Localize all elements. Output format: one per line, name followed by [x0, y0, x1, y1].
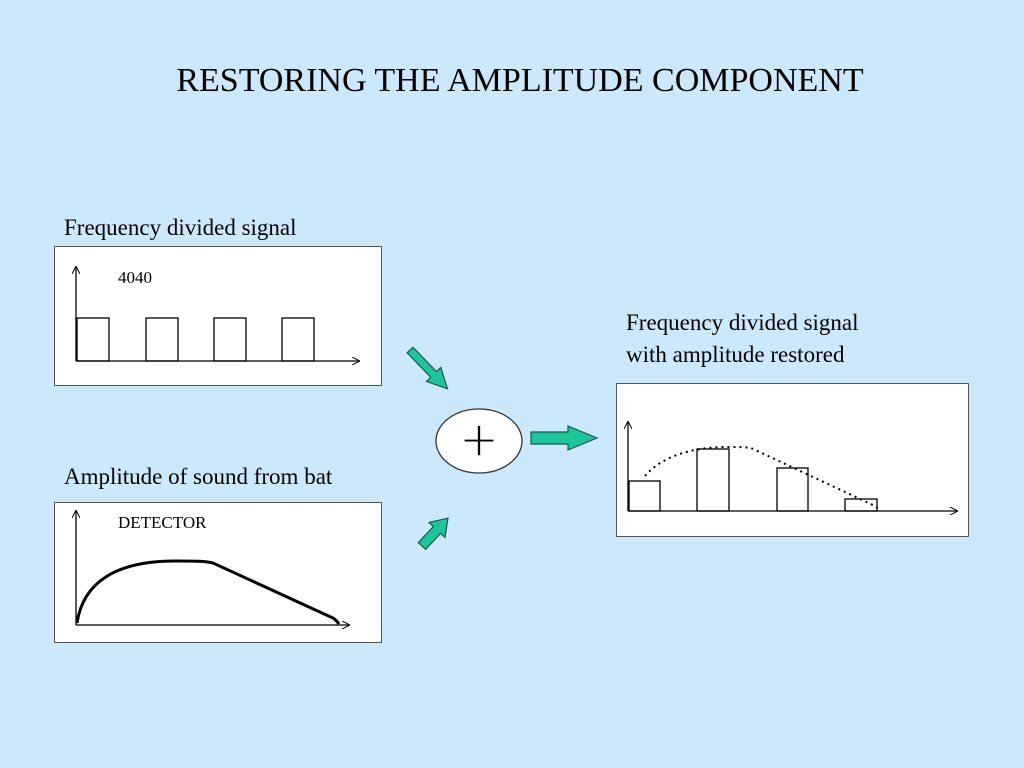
restored-panel-label-line1: Frequency divided signal — [626, 310, 859, 335]
pulse-3 — [213, 317, 247, 362]
restored-pulse-3 — [776, 467, 809, 512]
envelope-plot — [55, 503, 383, 644]
restored-pulse-1 — [628, 480, 661, 512]
plus-icon: + — [459, 412, 499, 466]
summing-junction — [435, 408, 523, 474]
restored-panel-label-line2: with amplitude restored — [626, 342, 845, 367]
pulse-1 — [76, 317, 110, 362]
amplitude-panel: DETECTOR — [54, 502, 382, 643]
arrow-up-right-icon — [417, 517, 449, 551]
detector-label: DETECTOR — [118, 513, 207, 532]
arrow-down-right-icon — [406, 346, 449, 390]
slide-title: RESTORING THE AMPLITUDE COMPONENT — [176, 62, 864, 99]
chip-label-4040: 4040 — [118, 268, 152, 287]
frequency-panel-label: Frequency divided signal — [64, 215, 297, 240]
frequency-signal-panel: 4040 — [54, 246, 382, 386]
pulse-2 — [145, 317, 179, 362]
envelope-dotted-line — [644, 445, 880, 512]
restored-pulse-2 — [696, 448, 730, 512]
arrow-right-icon — [530, 425, 599, 451]
square-wave-plot — [55, 247, 383, 387]
restored-signal-panel — [616, 383, 969, 537]
amplitude-envelope — [75, 559, 341, 625]
amplitude-panel-label: Amplitude of sound from bat — [64, 464, 333, 489]
restored-plot — [617, 384, 970, 538]
pulse-4 — [281, 317, 315, 362]
